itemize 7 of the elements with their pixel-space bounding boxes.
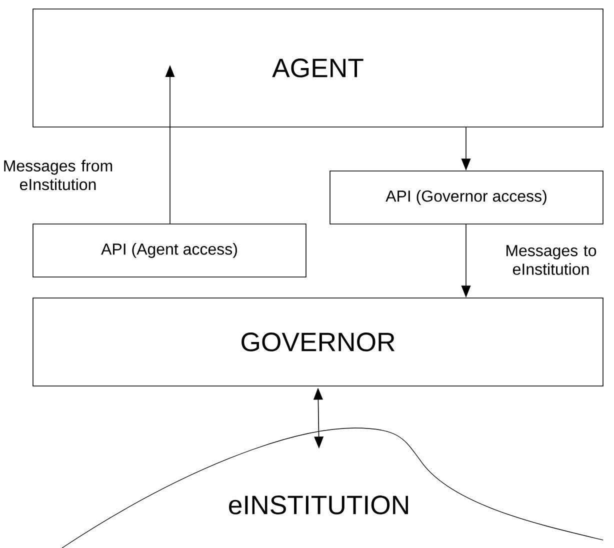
edge-label: Messages from eInstitution <box>4 160 112 190</box>
api-box: API (Governor access) <box>330 170 604 224</box>
api-box: API (Agent access) <box>32 224 306 278</box>
edge-label: Messages to eInstitution <box>506 245 596 275</box>
component-box: GOVERNOR <box>32 298 604 386</box>
component-box: AGENT <box>32 8 604 128</box>
institution-hill: eINSTITUTION <box>62 428 604 548</box>
